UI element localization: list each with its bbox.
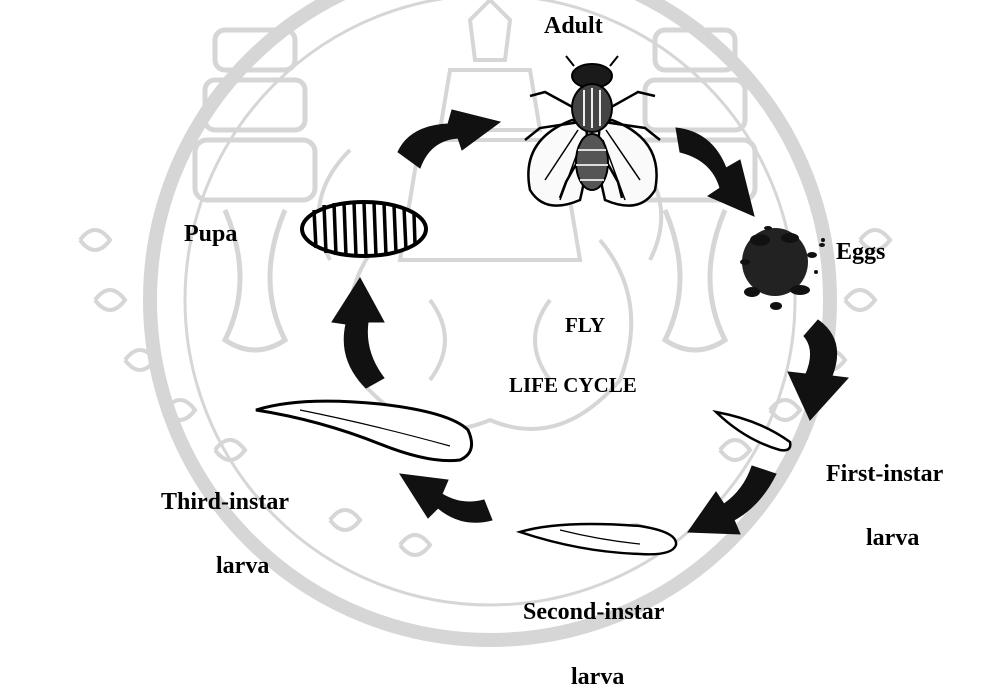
second-instar-larva-illustration: [520, 524, 676, 554]
label-pupa: Pupa: [184, 222, 237, 246]
label-second-instar-line2: larva: [571, 665, 624, 689]
arrow-second-to-third-instar: [400, 474, 492, 522]
label-first-instar-line2: larva: [866, 526, 919, 550]
watermark-seal: [80, 0, 890, 640]
center-title-line1: FLY: [565, 315, 605, 336]
pupa-illustration: [302, 202, 426, 256]
label-second-instar-line1: Second-instar: [523, 600, 664, 624]
arrow-third-instar-to-pupa: [332, 278, 384, 388]
label-adult: Adult: [544, 14, 603, 38]
label-third-instar-line1: Third-instar: [161, 490, 289, 514]
eggs-cluster-illustration: [740, 226, 825, 310]
label-third-instar-line2: larva: [216, 554, 269, 578]
third-instar-larva-illustration: [256, 401, 472, 461]
label-eggs: Eggs: [836, 240, 885, 264]
watermark-left-tower: [195, 30, 315, 350]
center-title-line2: LIFE CYCLE: [509, 375, 637, 396]
adult-fly-illustration: [525, 56, 660, 206]
label-first-instar-line1: First-instar: [826, 462, 943, 486]
